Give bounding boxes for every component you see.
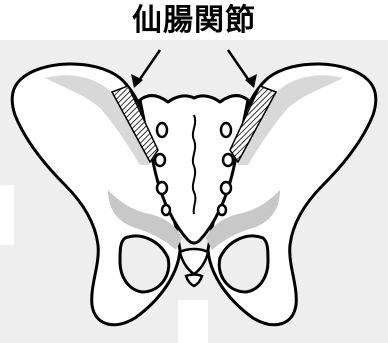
diagram-label: 仙腸関節 [0,4,388,38]
